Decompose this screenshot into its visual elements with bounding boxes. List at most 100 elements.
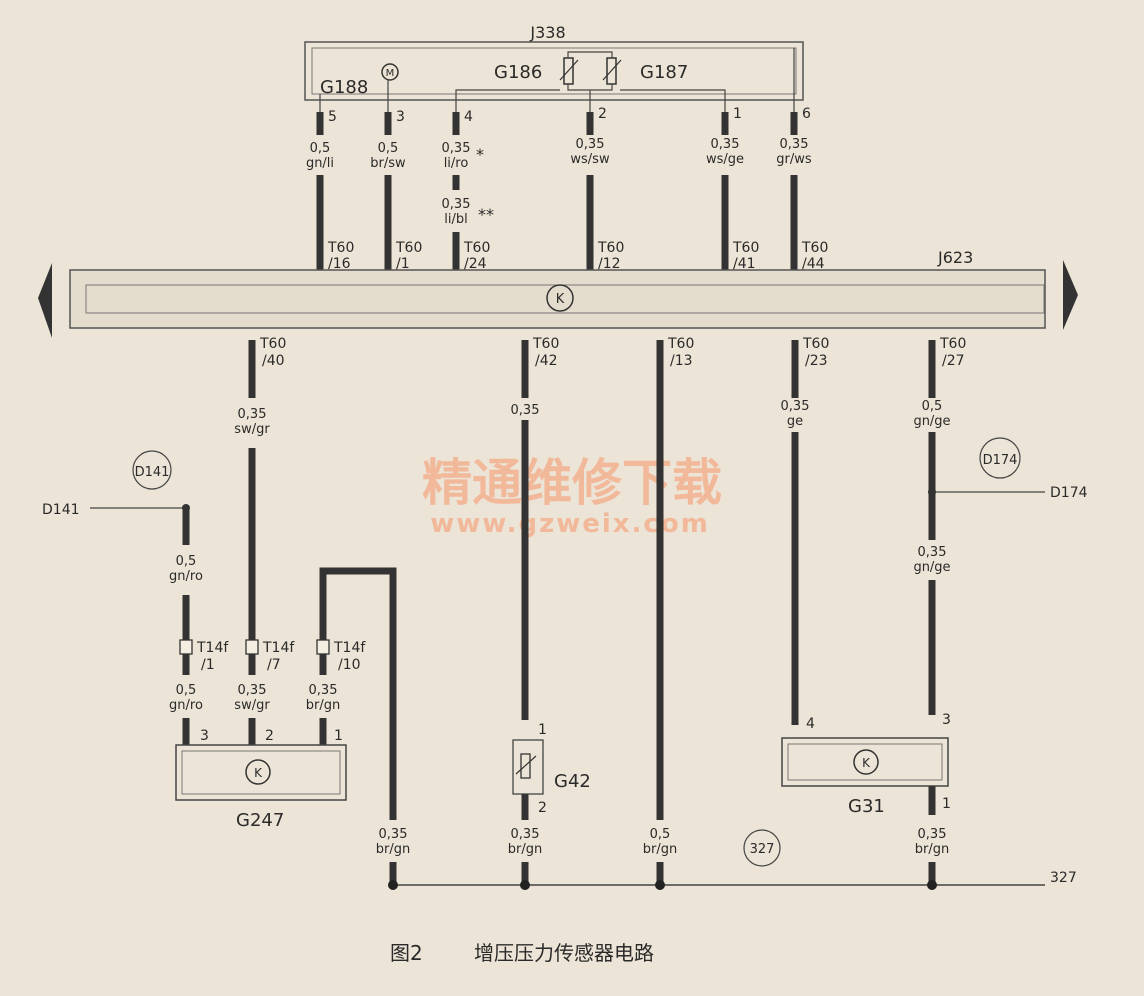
conn-pin: /7 [267, 657, 281, 673]
conn-pin: /16 [328, 256, 351, 272]
motor-symbol: M [386, 68, 395, 79]
wire-color: br/gn [306, 698, 340, 713]
conn-pin: /44 [802, 256, 825, 272]
d174-label: D174 [1050, 485, 1088, 501]
wire-color: sw/gr [234, 422, 270, 437]
j338-inner [311, 47, 797, 95]
conn-label: T60 [667, 336, 694, 352]
wire-gauge: 0,35 [781, 399, 810, 414]
wire-gauge: 0,35 [780, 137, 809, 152]
conn-label: T60 [597, 240, 624, 256]
wire-color: gn/ro [169, 569, 203, 584]
g31-symbol-icon [853, 749, 879, 775]
conn-label: T60 [532, 336, 559, 352]
wire-gauge: 0,35 [238, 683, 267, 698]
g188-label: G188 [320, 77, 368, 98]
wire-gauge: 0,5 [176, 683, 197, 698]
g247-symbol: K [254, 766, 263, 780]
j338-box [304, 41, 804, 101]
t14f-connector-icon [316, 639, 330, 655]
pin-label: 1 [733, 106, 742, 122]
wire-color: ws/ge [706, 152, 744, 167]
left-arrow-icon [38, 263, 52, 338]
wire-color: br/gn [643, 842, 677, 857]
conn-pin: /12 [598, 256, 621, 272]
d141-label: D141 [42, 502, 80, 518]
wire-gauge: 0,35 [918, 827, 947, 842]
wire-color: gn/li [306, 156, 334, 171]
wire-color: br/gn [508, 842, 542, 857]
pin-label: 1 [942, 796, 951, 812]
motor-icon [381, 63, 399, 81]
pin-label: 2 [598, 106, 607, 122]
t14f-connector-icon [245, 639, 259, 655]
figure-number: 图2 [390, 941, 423, 965]
g186-label: G186 [494, 62, 542, 83]
j623-box [69, 269, 1046, 329]
wire-gauge: 0,35 [309, 683, 338, 698]
d141-circle-label: D141 [135, 465, 170, 480]
g31-box [781, 737, 949, 787]
wire-color: li/bl [444, 212, 467, 227]
conn-pin: /27 [942, 353, 965, 369]
wire-gauge: 0,5 [922, 399, 943, 414]
wire-gauge: 0,35 [379, 827, 408, 842]
pin-label: 2 [538, 800, 547, 816]
ecu-symbol-icon [546, 284, 574, 312]
pin-label: 2 [265, 728, 274, 744]
conn-pin: /13 [670, 353, 693, 369]
conn-pin: /1 [396, 256, 410, 272]
d174-circle-label: D174 [983, 453, 1018, 468]
j338-label: J338 [529, 23, 565, 42]
conn-label: T60 [259, 336, 286, 352]
pin-label: 5 [328, 109, 337, 125]
wire-gauge: 0,35 [442, 141, 471, 156]
wire-gauge: 0,35 [918, 545, 947, 560]
conn-pin: /41 [733, 256, 756, 272]
d141-circle-icon [132, 450, 172, 490]
conn-pin: /10 [338, 657, 361, 673]
pin-label: 4 [464, 109, 473, 125]
g247-symbol-icon [245, 759, 271, 785]
ground-label: 327 [1050, 870, 1077, 886]
wire-color: ws/sw [570, 152, 610, 167]
footnote-mark: ** [478, 205, 494, 224]
wire-gauge: 0,35 [576, 137, 605, 152]
conn-label: T60 [327, 240, 354, 256]
conn-label: T60 [802, 336, 829, 352]
wire-gauge: 0,5 [310, 141, 331, 156]
g247-label: G247 [236, 810, 284, 831]
wire-color: li/ro [444, 156, 469, 171]
conn-label: T60 [732, 240, 759, 256]
conn-pin: /42 [535, 353, 558, 369]
wire-gauge: 0,5 [378, 141, 399, 156]
figure-title: 增压压力传感器电路 [474, 941, 654, 965]
pin-label: 1 [334, 728, 343, 744]
watermark-cn: 精通维修下载 [422, 454, 722, 512]
pin-label: 3 [200, 728, 209, 744]
d174-circle-icon [979, 437, 1021, 479]
wire-gauge: 0,35 [442, 197, 471, 212]
g42-box [512, 739, 544, 795]
conn-label: T14f [333, 640, 366, 656]
wire-color: gn/ge [913, 560, 950, 575]
wire-color: sw/gr [234, 698, 270, 713]
conn-label: T14f [196, 640, 229, 656]
conn-label: T60 [801, 240, 828, 256]
wire-gauge: 0,35 [511, 403, 540, 418]
pin-label: 4 [806, 716, 815, 732]
ground-circle-label: 327 [750, 842, 775, 857]
pin-label: 1 [538, 722, 547, 738]
wire-gauge: 0,35 [711, 137, 740, 152]
conn-pin: /40 [262, 353, 285, 369]
wire-color: gn/ge [913, 414, 950, 429]
wire-color: ge [787, 414, 803, 429]
g247-box [175, 744, 347, 801]
wire-color: gn/ro [169, 698, 203, 713]
watermark-url: www.gzweix.com [430, 509, 710, 539]
conn-pin: /1 [201, 657, 215, 673]
wire-gauge: 0,35 [511, 827, 540, 842]
conn-label: T60 [395, 240, 422, 256]
g42-label: G42 [554, 771, 591, 792]
